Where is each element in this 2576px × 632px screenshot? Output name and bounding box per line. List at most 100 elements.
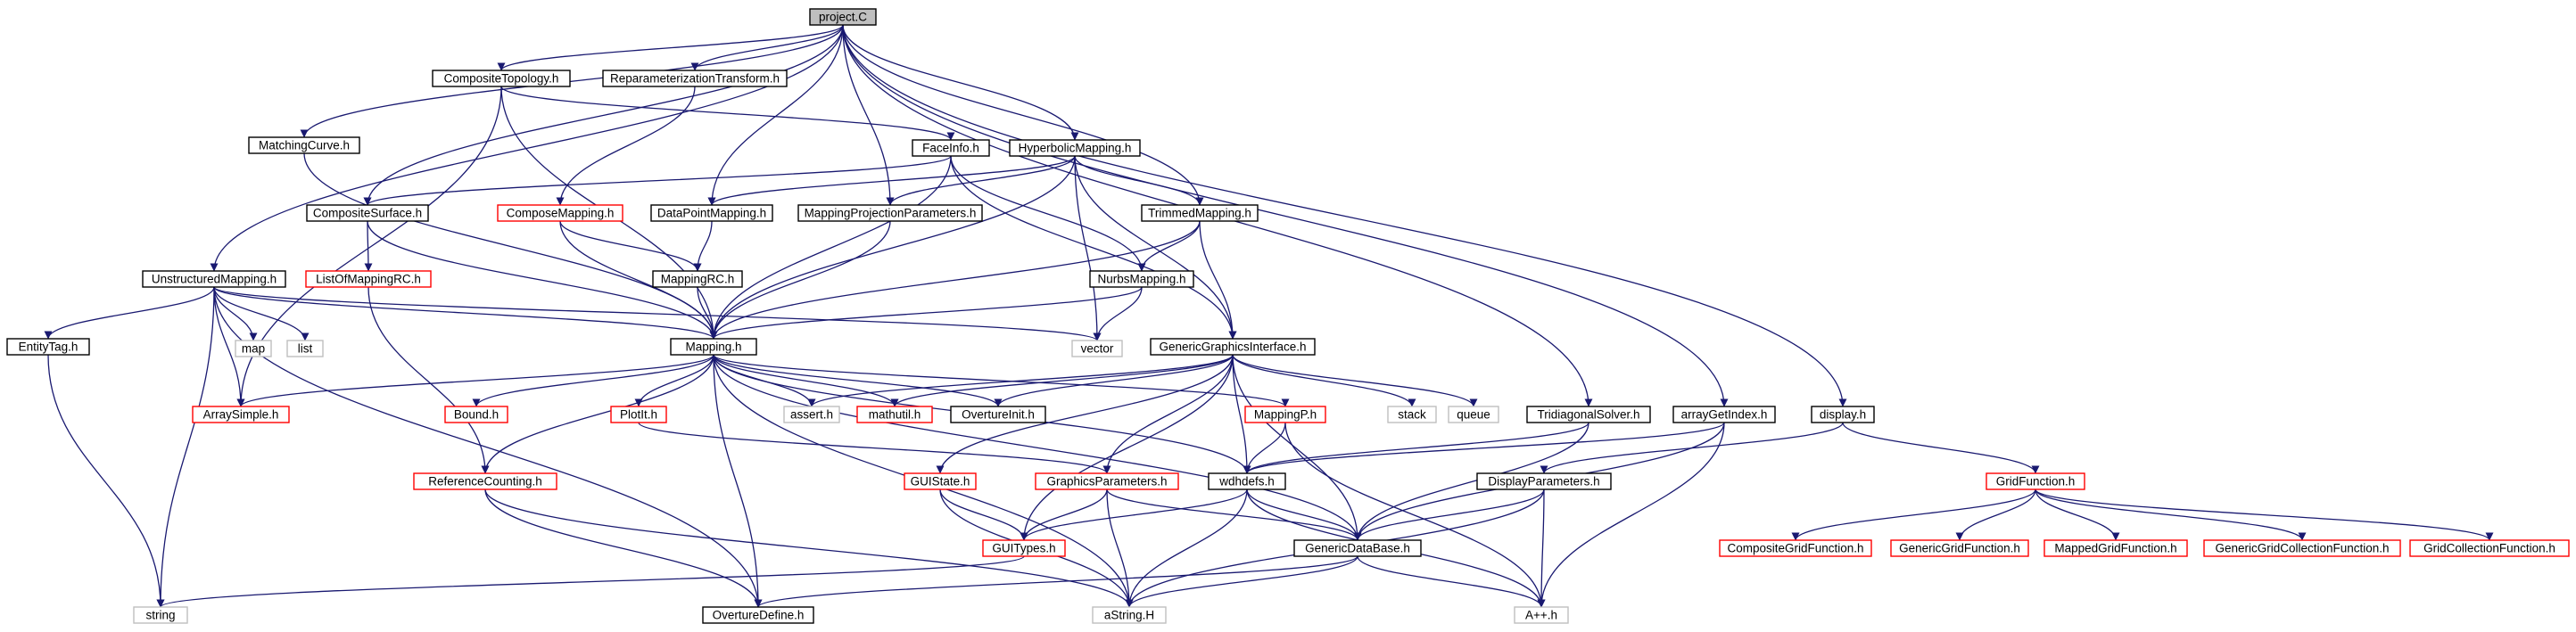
- edge-faceinfo-to-genericgraphicsinterface: [950, 155, 1237, 340]
- node-box: [652, 270, 743, 288]
- node-label: OvertureInit.h: [962, 408, 1035, 422]
- edge-referencecounting-to-overturedefine: [484, 488, 763, 608]
- node-composemapping[interactable]: ComposeMapping.h: [497, 204, 623, 222]
- edge-wdhdefs-to-guitypes: [1020, 488, 1248, 541]
- node-gridfunction[interactable]: GridFunction.h: [1986, 472, 2085, 490]
- edge-unstructuredmapping-to-map: [213, 286, 258, 341]
- node-listofmappingrc[interactable]: ListOfMappingRC.h: [305, 270, 432, 288]
- node-guitypes[interactable]: GUITypes.h: [982, 539, 1066, 557]
- node-label: string: [145, 609, 175, 622]
- node-box: [497, 204, 623, 222]
- node-compositetopology[interactable]: CompositeTopology.h: [432, 70, 571, 87]
- node-label: DisplayParameters.h: [1488, 475, 1599, 488]
- node-box: [1244, 406, 1326, 423]
- node-box: [1009, 139, 1141, 157]
- node-box: [444, 406, 508, 423]
- node-arraygetindex[interactable]: arrayGetIndex.h: [1672, 406, 1776, 423]
- edge-project-c-to-compositesurface: [363, 24, 844, 206]
- node-label: list: [298, 342, 313, 356]
- node-mappedgridfunction[interactable]: MappedGridFunction.h: [2043, 539, 2188, 557]
- node-entitytag[interactable]: EntityTag.h: [6, 338, 90, 356]
- node-mappingp[interactable]: MappingP.h: [1244, 406, 1326, 423]
- node-box: [248, 136, 360, 154]
- node-bound[interactable]: Bound.h: [444, 406, 508, 423]
- node-nurbsmapping[interactable]: NurbsMapping.h: [1089, 270, 1194, 288]
- edge-project-c-to-compositetopology: [497, 24, 844, 71]
- edge-gridfunction-to-genericgridfunction: [1955, 488, 2036, 541]
- node-displayparameters[interactable]: DisplayParameters.h: [1476, 472, 1612, 490]
- node-overturedefine[interactable]: OvertureDefine.h: [702, 606, 814, 624]
- edge-unstructuredmapping-to-string: [156, 286, 215, 608]
- node-unstructuredmapping[interactable]: UnstructuredMapping.h: [142, 270, 286, 288]
- edge-guistate-to-guitypes: [939, 488, 1028, 541]
- node-box: [2043, 539, 2188, 557]
- node-label: MappedGridFunction.h: [2054, 542, 2176, 555]
- node-gridcollectionfunction[interactable]: GridCollectionFunction.h: [2409, 539, 2570, 557]
- edge-genericgraphicsinterface-to-guitypes: [1020, 354, 1234, 541]
- node-mappingrc[interactable]: MappingRC.h: [652, 270, 743, 288]
- node-project-c[interactable]: project.C: [809, 8, 877, 26]
- node-label: arrayGetIndex.h: [1681, 408, 1768, 422]
- node-box: [6, 338, 90, 356]
- node-box: [602, 70, 788, 87]
- node-label: CompositeTopology.h: [444, 72, 559, 86]
- edge-mapping-to-overtureinit: [713, 354, 1003, 407]
- node-mathutil[interactable]: mathutil.h: [856, 406, 933, 423]
- node-datapointmapping[interactable]: DataPointMapping.h: [650, 204, 773, 222]
- node-app: A++.h: [1514, 606, 1569, 624]
- node-display[interactable]: display.h: [1811, 406, 1875, 423]
- node-plotit[interactable]: PlotIt.h: [610, 406, 667, 423]
- edge-hyperbolicmapping-to-datapointmapping: [707, 155, 1076, 206]
- node-label: HyperbolicMapping.h: [1019, 142, 1132, 155]
- node-referencecounting[interactable]: ReferenceCounting.h: [413, 472, 557, 490]
- node-label: CompositeGridFunction.h: [1727, 542, 1863, 555]
- node-graphicsparameters[interactable]: GraphicsParameters.h: [1035, 472, 1179, 490]
- edge-mapping-to-plotit: [634, 354, 714, 407]
- edge-genericdatabase-to-overturedefine: [754, 555, 1358, 608]
- node-guistate[interactable]: GUIState.h: [904, 472, 977, 490]
- node-box: [1890, 539, 2029, 557]
- node-box: [305, 270, 432, 288]
- node-label: ReparameterizationTransform.h: [610, 72, 780, 86]
- node-matchingcurve[interactable]: MatchingCurve.h: [248, 136, 360, 154]
- node-label: GUIState.h: [911, 475, 970, 488]
- node-tridiagonalsolver[interactable]: TridiagonalSolver.h: [1526, 406, 1651, 423]
- node-label: MappingRC.h: [661, 273, 735, 286]
- node-genericdatabase[interactable]: GenericDataBase.h: [1293, 539, 1422, 557]
- node-box: [1387, 406, 1437, 423]
- node-box: [904, 472, 977, 490]
- edge-project-c-to-matchingcurve: [300, 24, 844, 138]
- edge-hyperbolicmapping-to-mapping: [709, 155, 1076, 340]
- node-label: GenericDataBase.h: [1305, 542, 1410, 555]
- node-box: [133, 606, 188, 624]
- node-genericgraphicsinterface[interactable]: GenericGraphicsInterface.h: [1150, 338, 1316, 356]
- node-arraysimple[interactable]: ArraySimple.h: [192, 406, 290, 423]
- edge-trimmedmapping-to-nurbsmapping: [1137, 220, 1201, 272]
- edge-gridfunction-to-mappedgridfunction: [2035, 488, 2120, 541]
- edge-trimmedmapping-to-genericgraphicsinterface: [1199, 220, 1237, 340]
- edge-mappingprojectionparameters-to-mapping: [709, 220, 891, 340]
- node-box: [1476, 472, 1612, 490]
- node-box: [1141, 204, 1259, 222]
- node-genericgridcollectionfunction[interactable]: GenericGridCollectionFunction.h: [2203, 539, 2401, 557]
- node-genericgridfunction[interactable]: GenericGridFunction.h: [1890, 539, 2029, 557]
- edge-project-c-to-arraygetindex: [842, 24, 1729, 407]
- node-mappingprojectionparameters[interactable]: MappingProjectionParameters.h: [797, 204, 983, 222]
- node-label: TridiagonalSolver.h: [1537, 408, 1639, 422]
- node-compositesurface[interactable]: CompositeSurface.h: [306, 204, 429, 222]
- edge-mapping-to-referencecounting: [481, 354, 714, 474]
- node-overtureinit[interactable]: OvertureInit.h: [950, 406, 1046, 423]
- node-compositegridfunction[interactable]: CompositeGridFunction.h: [1719, 539, 1872, 557]
- node-trimmedmapping[interactable]: TrimmedMapping.h: [1141, 204, 1259, 222]
- node-hyperbolicmapping[interactable]: HyperbolicMapping.h: [1009, 139, 1141, 157]
- edge-gridfunction-to-genericgridcollectionfunction: [2035, 488, 2307, 541]
- node-mapping[interactable]: Mapping.h: [670, 338, 757, 356]
- edge-compositetopology-to-arraysimple: [236, 86, 502, 407]
- node-wdhdefs[interactable]: wdhdefs.h: [1208, 472, 1286, 490]
- node-reparameterizationtransform[interactable]: ReparameterizationTransform.h: [602, 70, 788, 87]
- edge-graphicsparameters-to-astring: [1106, 488, 1134, 608]
- node-faceinfo[interactable]: FaceInfo.h: [912, 139, 990, 157]
- edge-referencecounting-to-astring: [484, 488, 1134, 608]
- node-label: queue: [1457, 408, 1490, 422]
